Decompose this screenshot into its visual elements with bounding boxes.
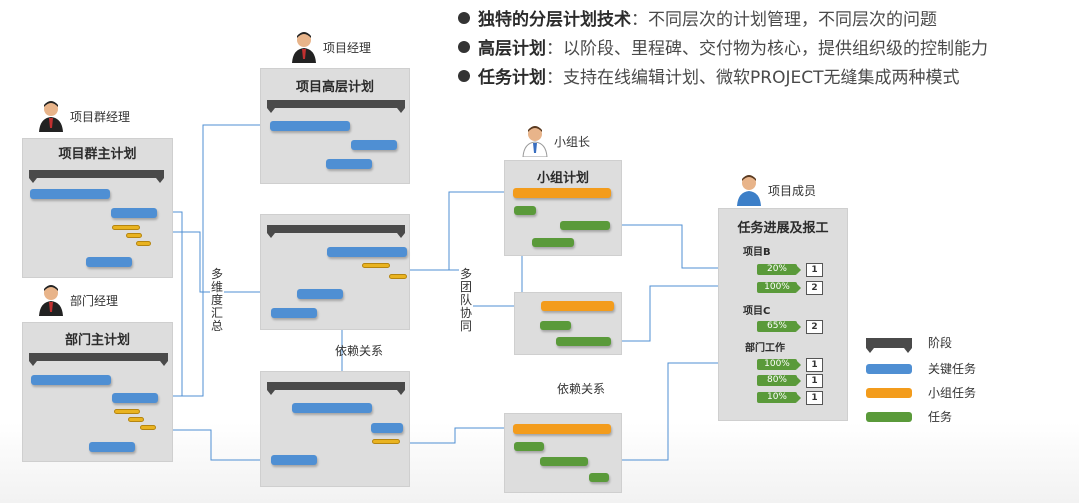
panel-project-plan <box>260 371 410 487</box>
role-program-manager: 项目群经理 <box>37 100 130 132</box>
key-task-bar <box>270 121 350 131</box>
legend-task: 任务 <box>866 408 952 425</box>
key-task-bar <box>89 442 135 452</box>
milestone-bar <box>112 225 140 230</box>
role-dept-manager: 部门经理 <box>37 284 118 316</box>
panel-team-bottom <box>504 413 622 493</box>
key-task-bar <box>326 159 372 169</box>
legend-swatch <box>866 337 912 353</box>
hours-count: 1 <box>806 374 823 388</box>
key-task-bar <box>327 247 407 257</box>
feature-bullets: 独特的分层计划技术：不同层次的计划管理，不同层次的问题 高层计划：以阶段、里程碑… <box>458 6 1073 93</box>
role-team-leader: 小组长 <box>521 125 590 157</box>
key-task-bar <box>271 455 317 465</box>
key-task-bar <box>351 140 397 150</box>
bullet-dot-icon <box>458 12 470 24</box>
team-task-bar <box>513 188 611 198</box>
manager-avatar-icon <box>39 285 63 316</box>
key-task-bar <box>86 257 132 267</box>
progress-percent: 80% <box>757 375 801 386</box>
role-project-manager: 项目经理 <box>290 31 371 63</box>
milestone-bar <box>389 274 407 279</box>
key-task-bar <box>292 403 372 413</box>
task-bar <box>540 321 571 330</box>
member-avatar-icon <box>737 175 761 206</box>
label-dependency: 依赖关系 <box>335 344 384 358</box>
task-bar <box>560 221 610 230</box>
milestone-bar <box>114 409 140 414</box>
label-multi-dim: 多维度汇总 <box>210 267 224 333</box>
legend-team-task: 小组任务 <box>866 384 976 401</box>
key-task-bar <box>297 289 343 299</box>
connector-line <box>399 427 512 444</box>
milestone-bar <box>140 425 156 430</box>
progress-percent: 20% <box>757 264 801 275</box>
role-member: 项目成员 <box>735 174 816 206</box>
progress-percent: 100% <box>757 282 801 293</box>
bullet-dot-icon <box>458 70 470 82</box>
milestone-bar <box>372 439 400 444</box>
progress-percent: 100% <box>757 359 801 370</box>
panel-high-plan: 项目高层计划 <box>260 68 410 184</box>
milestone-bar <box>126 233 142 238</box>
milestone-bar <box>136 241 151 246</box>
hours-count: 1 <box>806 391 823 405</box>
panel-team-collab <box>514 292 622 355</box>
panel-team-plan: 小组计划 <box>504 160 622 256</box>
key-task-bar <box>112 393 158 403</box>
task-bar <box>514 442 544 451</box>
legend-phase: 阶段 <box>866 334 952 353</box>
key-task-bar <box>30 189 110 199</box>
connector-line <box>398 191 512 271</box>
panel-program-plan: 项目群主计划 <box>22 138 173 278</box>
milestone-bar <box>362 263 390 268</box>
task-bar <box>540 457 588 466</box>
legend-swatch <box>866 387 912 398</box>
label-dependency: 依赖关系 <box>557 382 606 396</box>
manager-avatar-icon <box>292 32 316 63</box>
phase-bar <box>29 170 164 183</box>
key-task-bar <box>31 375 111 385</box>
hours-count: 2 <box>806 320 823 334</box>
panel-progress: 任务进展及报工 项目B 20% 1 100% 2 项目C 65% 2 部门工作 … <box>718 208 848 421</box>
phase-bar <box>267 100 405 113</box>
hours-count: 1 <box>806 358 823 372</box>
key-task-bar <box>371 423 403 433</box>
key-task-bar <box>111 208 157 218</box>
task-bar <box>589 473 609 482</box>
task-bar <box>556 337 611 346</box>
legend-swatch <box>866 411 912 422</box>
panel-project-plan <box>260 214 410 330</box>
phase-bar <box>267 382 405 395</box>
team-leader-avatar-icon <box>522 126 548 157</box>
task-bar <box>532 238 574 247</box>
bullet-dot-icon <box>458 41 470 53</box>
bullet-layered-planning: 独特的分层计划技术：不同层次的计划管理，不同层次的问题 <box>458 6 1073 35</box>
label-multi-team: 多团队协同 <box>459 267 473 333</box>
milestone-bar <box>128 417 144 422</box>
phase-bar <box>267 225 405 238</box>
manager-avatar-icon <box>39 101 63 132</box>
bullet-high-level-plan: 高层计划：以阶段、里程碑、交付物为核心，提供组织级的控制能力 <box>458 35 1073 64</box>
hours-count: 2 <box>806 281 823 295</box>
hours-count: 1 <box>806 263 823 277</box>
panel-dept-plan: 部门主计划 <box>22 322 173 462</box>
team-task-bar <box>541 301 614 311</box>
task-bar <box>514 206 536 215</box>
key-task-bar <box>271 308 317 318</box>
legend-swatch <box>866 363 912 374</box>
progress-percent: 65% <box>757 321 801 332</box>
progress-percent: 10% <box>757 392 801 403</box>
phase-bar <box>29 353 168 366</box>
team-task-bar <box>513 424 611 434</box>
bullet-task-plan: 任务计划：支持在线编辑计划、微软PROJECT无缝集成两种模式 <box>458 64 1073 93</box>
legend-key-task: 关键任务 <box>866 360 976 377</box>
